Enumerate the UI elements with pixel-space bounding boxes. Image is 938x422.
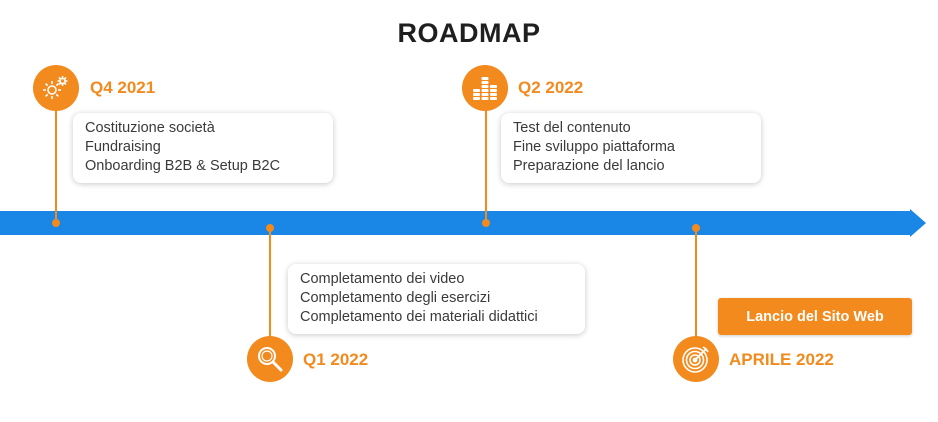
card-item: Fine sviluppo piattaforma	[513, 139, 675, 155]
milestone-q1-2022-card: Completamento dei video Completamento de…	[288, 264, 585, 334]
milestone-q4-2021-badge	[33, 65, 79, 111]
milestone-aprile-2022-stem	[695, 228, 697, 340]
milestone-aprile-2022-label: APRILE 2022	[729, 350, 834, 369]
timeline-bar	[0, 211, 912, 235]
timeline-arrow	[910, 209, 926, 237]
target-icon	[682, 346, 709, 373]
card-item: Completamento dei materiali didattici	[300, 309, 538, 325]
card-item: Test del contenuto	[513, 120, 631, 136]
launch-website-button[interactable]: Lancio del Sito Web	[718, 298, 912, 335]
card-item: Completamento degli esercizi	[300, 290, 491, 306]
milestone-q2-2022-stem	[485, 102, 487, 223]
milestone-q2-2022-badge	[462, 65, 508, 111]
card-item: Fundraising	[85, 139, 161, 155]
card-item: Costituzione società	[85, 120, 215, 136]
card-item: Onboarding B2B & Setup B2C	[85, 158, 281, 174]
milestone-q2-2022-card: Test del contenuto Fine sviluppo piattaf…	[501, 113, 761, 183]
page-title: ROADMAP	[397, 18, 541, 48]
milestone-q1-2022-badge	[247, 336, 293, 382]
milestone-q2-2022-label: Q2 2022	[518, 78, 584, 97]
card-item: Preparazione del lancio	[513, 158, 665, 174]
milestone-q1-2022-label: Q1 2022	[303, 350, 369, 369]
milestone-aprile-2022-badge	[673, 336, 719, 382]
coins-icon	[473, 77, 497, 100]
milestone-q4-2021-label: Q4 2021	[90, 78, 156, 97]
card-item: Completamento dei video	[300, 271, 465, 287]
magnifier-icon	[258, 347, 283, 372]
gears-icon	[43, 76, 68, 99]
milestone-q4-2021-dot	[52, 219, 60, 227]
milestone-q2-2022-dot	[482, 219, 490, 227]
milestone-q4-2021-card: Costituzione società Fundraising Onboard…	[73, 113, 333, 183]
milestone-q1-2022-stem	[269, 228, 271, 340]
milestone-q4-2021-stem	[55, 102, 57, 223]
